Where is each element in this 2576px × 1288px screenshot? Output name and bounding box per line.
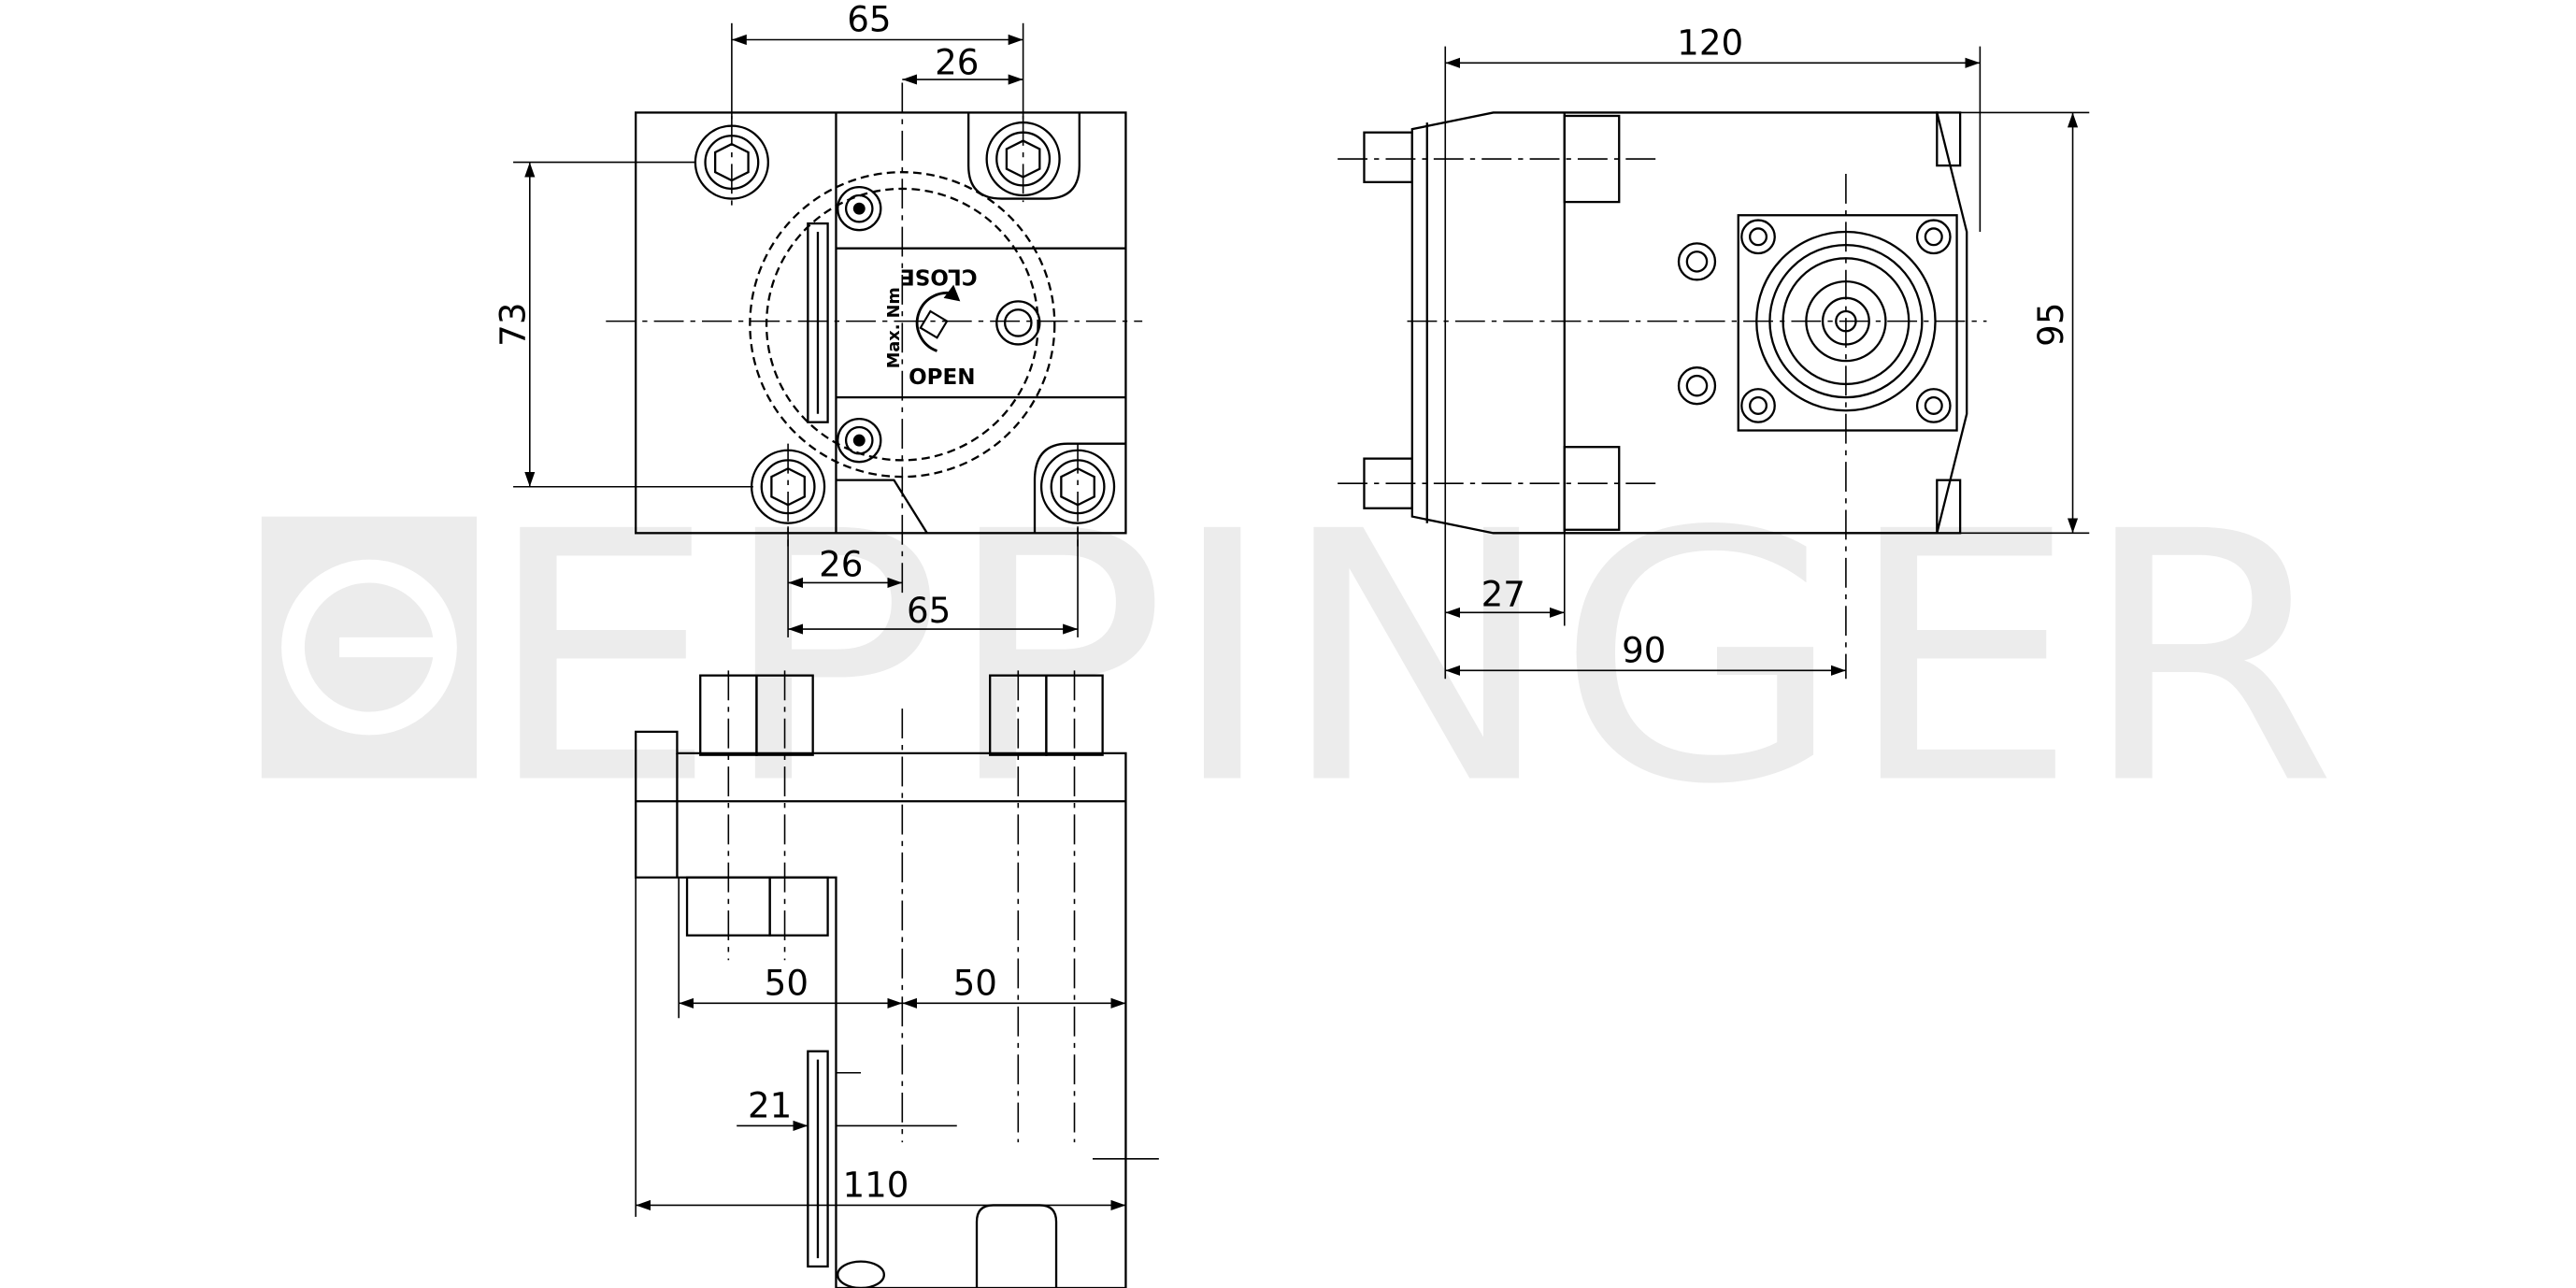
dim-side-offset-large: 90 xyxy=(1622,629,1666,670)
side-view-flange xyxy=(1737,214,1958,432)
dim-top-view-left: 50 xyxy=(765,962,809,1003)
watermark-logo-bar xyxy=(339,637,449,658)
flange-bolt-tr xyxy=(1915,219,1952,255)
dim-side-height: 95 xyxy=(2030,302,2071,346)
rotation-arrow xyxy=(915,292,958,352)
side-screw-lower xyxy=(1677,366,1717,406)
flange-bolt-br xyxy=(1915,388,1952,423)
side-screw-upper xyxy=(1677,242,1717,281)
front-view xyxy=(606,82,1143,596)
dim-top-width-inner: 26 xyxy=(935,42,979,83)
screw-upper xyxy=(837,185,882,232)
torque-label: Max. Nm xyxy=(885,287,904,368)
top-view-dimensions xyxy=(635,877,1159,1217)
dim-top-view-total: 110 xyxy=(842,1165,909,1206)
front-view-dimensions xyxy=(513,22,1079,637)
dim-top-view-right: 50 xyxy=(953,962,997,1003)
dim-front-bottom-outer: 65 xyxy=(907,590,951,631)
top-view xyxy=(634,670,1127,1288)
side-view-dimensions xyxy=(1444,46,2090,680)
dim-top-view-step: 21 xyxy=(748,1085,792,1126)
eppinger-watermark: EPPINGER xyxy=(261,458,2338,859)
dim-top-width-outer: 65 xyxy=(847,0,891,40)
close-label: CLOSE xyxy=(900,265,978,289)
dim-side-offset-small: 27 xyxy=(1481,573,1525,614)
front-view-outline xyxy=(634,111,1127,535)
dim-front-height: 73 xyxy=(492,302,533,346)
screw-lower xyxy=(837,417,882,464)
side-view xyxy=(1338,111,1987,680)
open-label: OPEN xyxy=(909,365,975,390)
dim-side-length: 120 xyxy=(1677,21,1743,63)
watermark-brand: EPPINGER xyxy=(483,458,2338,859)
dim-front-bottom-inner: 26 xyxy=(819,543,863,584)
side-view-pin-top xyxy=(1363,131,1413,183)
flange-bolt-bl xyxy=(1740,388,1776,423)
adjustment-socket xyxy=(995,300,1041,346)
side-view-outline xyxy=(1410,111,1968,535)
flange-bolt-tl xyxy=(1740,219,1776,255)
